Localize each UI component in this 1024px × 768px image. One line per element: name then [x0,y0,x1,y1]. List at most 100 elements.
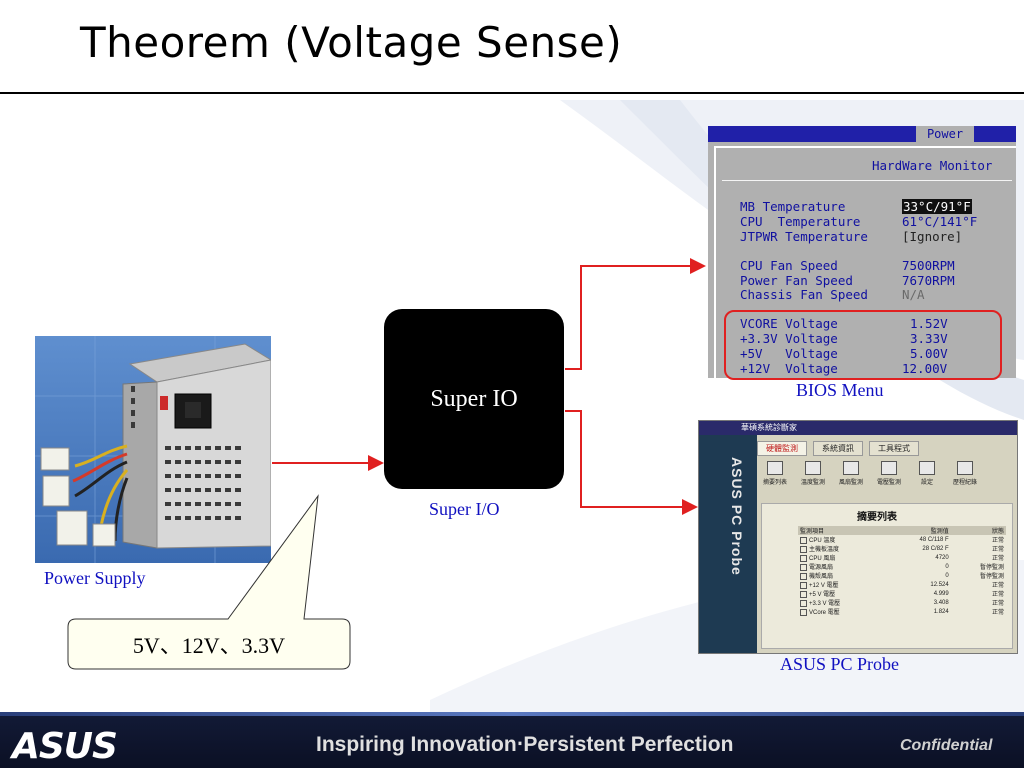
power-supply-caption: Power Supply [44,568,146,588]
table-row[interactable]: CPU 溫度 48 C/118 F 正常 [798,535,1006,544]
row-status: 正常 [991,556,1004,562]
row-status: 正常 [991,592,1004,598]
row-value: 12.524 [930,581,949,588]
history-icon [957,461,973,475]
row-checkbox[interactable] [800,545,807,553]
row-value: 28 C/82 F [922,545,949,552]
footer-bar [0,716,1024,768]
bios-row-label: Power Fan Speed [740,273,853,288]
probe-summary-table: 監測項目 監測值 狀態 CPU 溫度 48 C/118 F 正常 主機板溫度 28 C… [798,526,1006,616]
power-supply-image [35,336,271,563]
list-icon [767,461,783,475]
settings-icon [919,461,935,475]
table-row[interactable]: 主機板溫度 28 C/82 F 正常 [798,544,1006,553]
row-value: 0 [945,572,949,579]
row-checkbox[interactable] [800,608,807,616]
row-checkbox[interactable] [800,590,807,598]
footer-accent-line [0,712,1024,716]
row-status: 暫停監測 [979,574,1004,580]
row-item: CPU 風扇 [809,556,836,562]
table-row[interactable]: VCore 電壓 1.824 正常 [798,607,1006,616]
bios-heading: HardWare Monitor [872,158,993,173]
column-header: 監測值 [885,526,951,535]
column-header: 狀態 [950,526,1006,535]
probe-toolbar-button[interactable]: 歷程紀錄 [951,461,979,486]
row-item: 電源風扇 [809,565,834,571]
row-status: 正常 [991,547,1004,553]
table-row[interactable]: 機殼風扇 0 暫停監測 [798,571,1006,580]
probe-tabs: 硬體監測系統資訊工具程式 [757,441,925,456]
row-item: VCore 電壓 [809,610,840,616]
table-row[interactable]: +5 V 電壓 4.999 正常 [798,589,1006,598]
probe-toolbar: 摘要列表 溫度監測 風扇監測 電壓監測 設定 歷程紀錄 [761,461,1011,497]
probe-toolbar-button[interactable]: 設定 [913,461,941,486]
bios-row-label: +5V Voltage [740,346,838,361]
table-row[interactable]: 電源風扇 0 暫停監測 [798,562,1006,571]
bios-row-label: Chassis Fan Speed [740,287,868,302]
super-io-chip: Super IO [384,309,564,489]
probe-tab[interactable]: 硬體監測 [757,441,807,456]
row-item: +12 V 電壓 [809,583,839,589]
probe-sidebar: ASUS PC Probe [699,435,757,653]
probe-caption: ASUS PC Probe [780,654,900,674]
bios-row-value: 33°C/91°F [902,199,972,214]
probe-toolbar-label: 摘要列表 [762,480,787,486]
bios-row-label: MB Temperature [740,199,846,214]
row-value: 1.824 [933,608,949,615]
table-row[interactable]: CPU 風扇 4720 正常 [798,553,1006,562]
row-item: +3.3 V 電壓 [809,601,841,607]
row-value: 0 [945,563,949,570]
row-checkbox[interactable] [800,536,807,544]
row-status: 正常 [991,610,1004,616]
probe-title-bar: 華碩系統診斷家 [699,421,1017,435]
probe-toolbar-button[interactable]: 風扇監測 [837,461,865,486]
super-io-caption: Super I/O [429,499,500,519]
probe-toolbar-label: 溫度監測 [800,480,825,486]
bios-rule [722,180,1012,181]
row-item: 機殼風扇 [809,574,834,580]
pc-probe-screenshot: 華碩系統診斷家 ASUS PC Probe 硬體監測系統資訊工具程式 摘要列表 … [698,420,1018,654]
row-checkbox[interactable] [800,554,807,562]
row-item: +5 V 電壓 [809,592,836,598]
bios-row-value: 7500RPM [902,258,955,273]
bios-tab-power: Power [916,126,974,142]
row-item: CPU 溫度 [809,538,836,544]
bios-row-value: 5.00V [910,346,948,361]
fan-icon [843,461,859,475]
footer-tagline: Inspiring Innovation‧Persistent Perfecti… [316,733,734,756]
row-status: 正常 [991,538,1004,544]
bios-row-label: CPU Fan Speed [740,258,838,273]
bios-row-label: VCORE Voltage [740,316,838,331]
row-checkbox[interactable] [800,581,807,589]
probe-toolbar-button[interactable]: 電壓監測 [875,461,903,486]
row-status: 暫停監測 [979,565,1004,571]
thermometer-icon [805,461,821,475]
probe-side-label: ASUS PC Probe [729,457,745,576]
row-value: 4720 [935,554,949,561]
row-checkbox[interactable] [800,563,807,571]
voltage-callout-text: 5V、12V、3.3V [132,633,286,658]
voltage-callout-shape [67,494,351,670]
page-title: Theorem (Voltage Sense) [80,18,623,67]
table-header-row: 監測項目 監測值 狀態 [798,526,1006,535]
probe-tab[interactable]: 系統資訊 [813,441,863,456]
row-checkbox[interactable] [800,599,807,607]
probe-tab[interactable]: 工具程式 [869,441,919,456]
bios-row-value: 1.52V [910,316,948,331]
bios-row-label: JTPWR Temperature [740,229,868,244]
row-item: 主機板溫度 [809,547,840,553]
bios-caption: BIOS Menu [796,380,884,400]
row-value: 48 C/118 F [919,536,949,543]
bios-row-label: +12V Voltage [740,361,838,376]
probe-toolbar-button[interactable]: 溫度監測 [799,461,827,486]
row-checkbox[interactable] [800,572,807,580]
probe-toolbar-button[interactable]: 摘要列表 [761,461,789,486]
row-value: 3.408 [933,599,949,606]
row-value: 4.999 [933,590,949,597]
voltage-icon [881,461,897,475]
bios-row-value: 3.33V [910,331,948,346]
probe-toolbar-label: 歷程紀錄 [952,480,977,486]
